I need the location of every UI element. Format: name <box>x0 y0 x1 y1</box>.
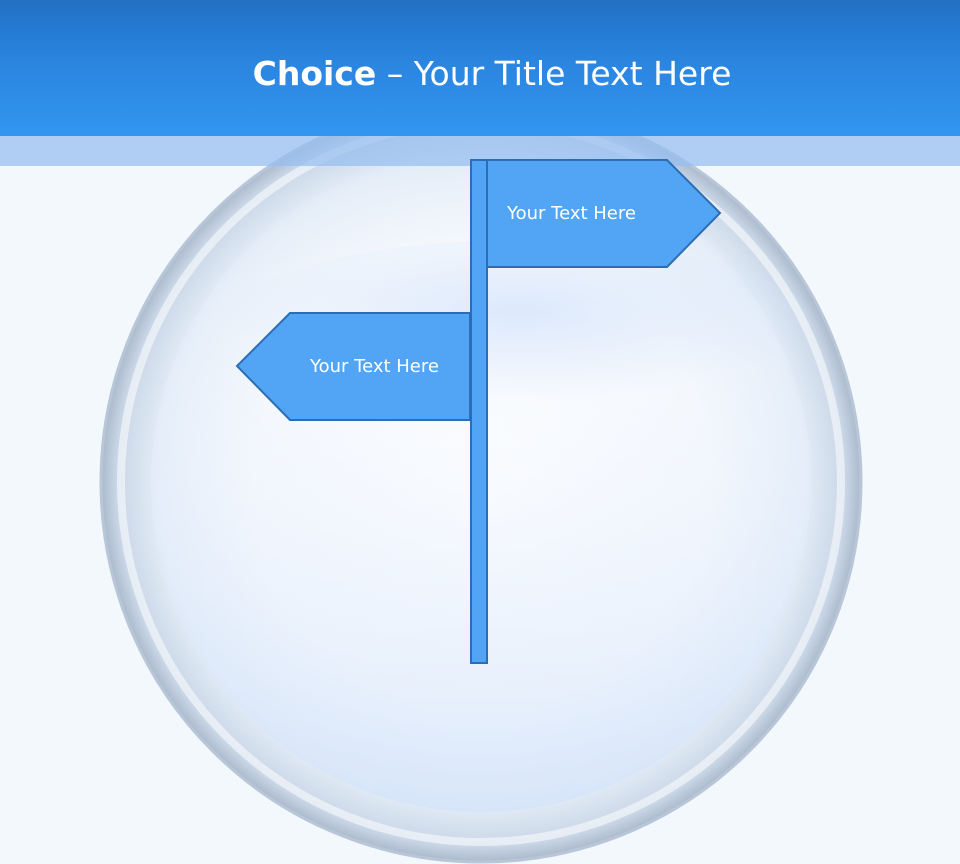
title-text: – Your Title Text Here <box>376 54 732 93</box>
title-bar: Choice – Your Title Text Here <box>0 0 960 136</box>
left-sign-label: Your Text Here <box>310 356 439 377</box>
right-sign-label: Your Text Here <box>507 203 636 224</box>
signpost-pole <box>470 159 488 664</box>
left-arrow-sign <box>235 312 471 421</box>
title-bold: Choice <box>252 54 377 93</box>
signpost <box>235 159 722 664</box>
slide-title: Choice – Your Title Text Here <box>0 52 960 96</box>
